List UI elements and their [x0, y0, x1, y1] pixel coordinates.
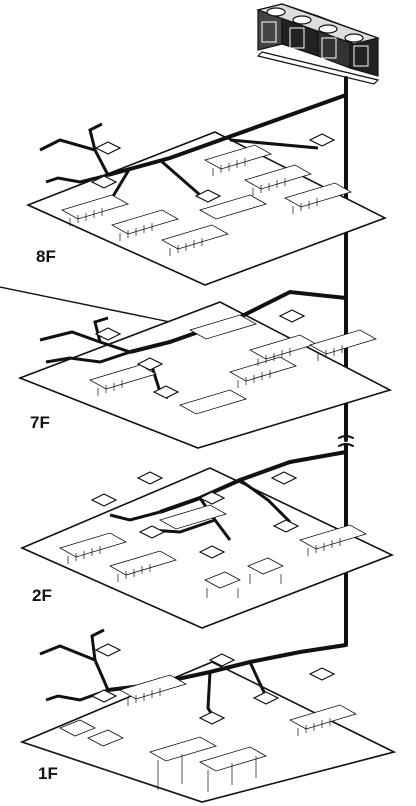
floor-2f: 2F — [19, 450, 395, 629]
floor-label-7f: 7F — [30, 413, 50, 432]
floor-1f: 1F — [19, 628, 397, 803]
outdoor-units — [255, 3, 381, 85]
floor-label-8f: 8F — [36, 247, 56, 266]
floor-label-2f: 2F — [32, 586, 52, 605]
floor-7f: 7F — [0, 286, 393, 449]
floor-8f: 8F — [25, 93, 387, 286]
floor-label-1f: 1F — [38, 764, 58, 783]
floor-7f-slab — [17, 301, 393, 449]
